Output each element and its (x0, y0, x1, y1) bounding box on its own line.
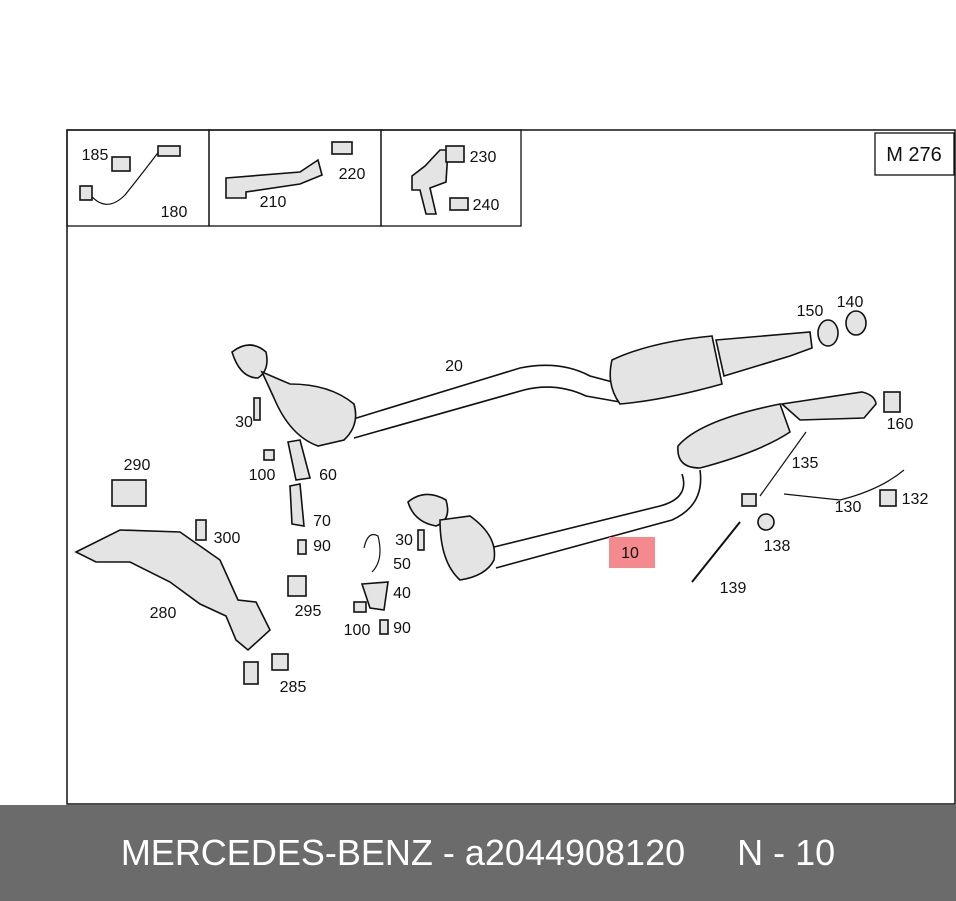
rod-139 (691, 521, 741, 583)
callout-30-lower: 30 (395, 532, 413, 549)
sensor-wire-135 (759, 431, 807, 497)
callout-300: 300 (214, 530, 241, 547)
callout-135: 135 (792, 455, 819, 472)
clamp-150 (817, 319, 839, 347)
crossmember-illustration (74, 479, 307, 685)
clamp-140 (845, 310, 867, 336)
callout-140: 140 (837, 294, 864, 311)
engine-code-label: M 276 (886, 144, 942, 166)
bracket-illustration (225, 141, 353, 199)
callout-60: 60 (319, 467, 337, 484)
callout-280: 280 (150, 605, 177, 622)
callout-220: 220 (339, 166, 366, 183)
mount-illustration (411, 145, 469, 215)
callout-285: 285 (280, 679, 307, 696)
small-hardware (253, 397, 425, 635)
callout-40: 40 (393, 585, 411, 602)
callout-139: 139 (720, 580, 747, 597)
callout-90-lower: 90 (393, 620, 411, 637)
callout-130: 130 (835, 499, 862, 516)
sensor-clip (741, 493, 757, 507)
engine-code-box (874, 132, 955, 176)
callout-100-upper: 100 (249, 467, 276, 484)
clamp-160 (883, 391, 901, 413)
footer-brand: MERCEDES-BENZ (120, 832, 433, 873)
footer-separator: - (442, 832, 455, 873)
callout-10: 10 (621, 545, 639, 562)
callout-290: 290 (124, 457, 151, 474)
callout-210: 210 (260, 194, 287, 211)
callout-185: 185 (82, 147, 109, 164)
grommet-138 (757, 513, 775, 531)
diagram-frame (66, 129, 956, 805)
callout-230: 230 (470, 149, 497, 166)
sensor-wire-130 (783, 469, 905, 501)
callout-132: 132 (902, 491, 929, 508)
callout-160: 160 (887, 416, 914, 433)
callout-20: 20 (445, 358, 463, 375)
connector-132 (879, 489, 897, 507)
inset-box-mount (380, 129, 522, 227)
callout-150: 150 (797, 303, 824, 320)
oxygen-sensor-illustration (79, 145, 181, 205)
exhaust-parts-diagram: M 276 (66, 129, 956, 805)
exhaust-pipe-lower (407, 391, 877, 581)
callout-50: 50 (393, 556, 411, 573)
callout-90-upper: 90 (313, 538, 331, 555)
callout-100-lower: 100 (344, 622, 371, 639)
callout-30-upper: 30 (235, 414, 253, 431)
footer-part-number: a2044908120 (464, 832, 686, 873)
exhaust-pipe-upper (231, 331, 813, 447)
callout-138: 138 (764, 538, 791, 555)
footer-position: N - 10 (737, 832, 836, 873)
highlight-box-position-10 (609, 537, 655, 568)
callout-70: 70 (313, 513, 331, 530)
callout-240: 240 (473, 197, 500, 214)
callout-295: 295 (295, 603, 322, 620)
callout-180: 180 (161, 204, 188, 221)
footer-banner: MERCEDES-BENZ - a2044908120 N - 10 (0, 805, 956, 901)
